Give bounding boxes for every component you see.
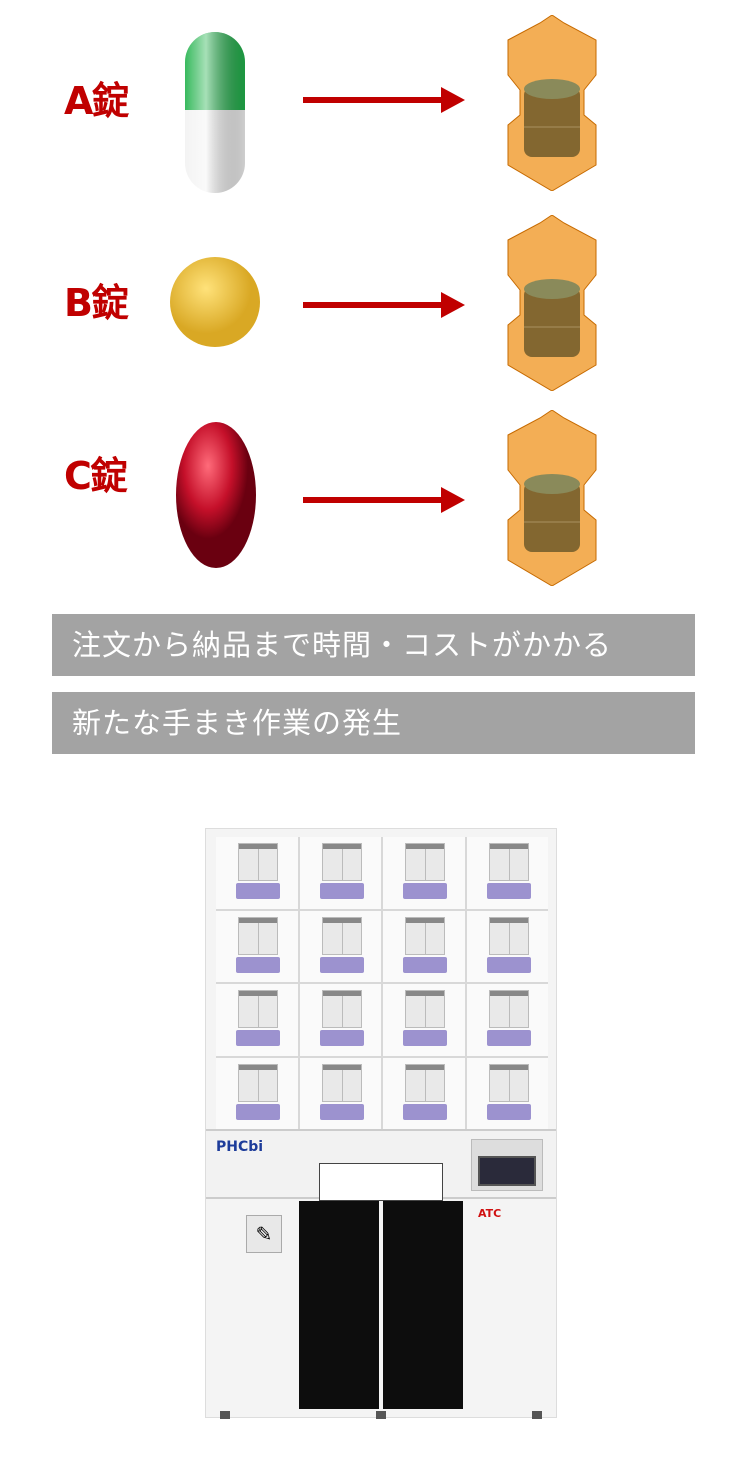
cassette-tray xyxy=(486,1103,531,1120)
cassette-tray xyxy=(486,1030,531,1046)
pill-label: A錠 xyxy=(64,79,129,123)
cassette-tray xyxy=(236,956,280,973)
cassette-window xyxy=(238,990,278,1028)
foot xyxy=(532,1411,542,1419)
lcd-display xyxy=(478,1156,536,1186)
cassette-tray xyxy=(403,956,447,973)
cassette-tray xyxy=(319,883,364,899)
foot xyxy=(220,1411,230,1419)
cassette-window xyxy=(238,1063,278,1102)
cassette-window xyxy=(405,916,445,955)
cassette-tray xyxy=(236,1103,280,1120)
pill-label: C錠 xyxy=(64,454,128,498)
cassette-tray xyxy=(403,883,447,899)
cassette-tray xyxy=(319,956,364,973)
cassette-window xyxy=(488,990,529,1028)
drug-cassette-slot[interactable] xyxy=(299,910,381,982)
atc-dispensing-machine: PHCbi ✎ ATC xyxy=(205,828,557,1419)
drug-cassette-slot[interactable] xyxy=(466,910,548,982)
cassette-window xyxy=(321,843,362,881)
output-slot xyxy=(319,1163,443,1201)
door-handle-icon[interactable]: ✎ xyxy=(246,1215,282,1253)
cassette-icon xyxy=(507,15,597,191)
cassette-window xyxy=(405,990,445,1028)
foot xyxy=(376,1411,386,1419)
cassette-window xyxy=(488,916,529,955)
cassette-tray xyxy=(486,883,531,899)
drug-cassette-slot[interactable] xyxy=(466,984,548,1056)
problem-banner-manual-work: 新たな手まき作業の発生 xyxy=(52,692,695,754)
cassette-tray xyxy=(403,1030,447,1046)
drug-cassette-slot[interactable] xyxy=(383,837,465,909)
cassette-window xyxy=(488,843,529,881)
cassette-icon xyxy=(507,410,597,586)
drug-cassette-slot[interactable] xyxy=(216,837,298,909)
drug-cassette-slot[interactable] xyxy=(383,984,465,1056)
arrow-icon xyxy=(303,87,465,113)
drug-cassette-slot[interactable] xyxy=(216,1057,298,1129)
pill-label: B錠 xyxy=(64,281,129,325)
cassette-window xyxy=(405,1063,445,1102)
cassette-window xyxy=(238,843,278,881)
cassette-tray xyxy=(319,1103,364,1120)
control-section: PHCbi xyxy=(206,1129,556,1201)
drug-cassette-slot[interactable] xyxy=(383,1057,465,1129)
cassette-tray xyxy=(403,1103,447,1120)
drug-cassette-slot[interactable] xyxy=(299,984,381,1056)
drug-cassette-slot[interactable] xyxy=(216,910,298,982)
cassette-window xyxy=(238,916,278,955)
brand-logo: PHCbi xyxy=(216,1139,264,1155)
cassette-tray xyxy=(486,956,531,973)
drug-cassette-slot[interactable] xyxy=(383,910,465,982)
problem-banner-cost: 注文から納品まで時間・コストがかかる xyxy=(52,614,695,676)
drug-cassette-slot[interactable] xyxy=(299,837,381,909)
cassette-window xyxy=(405,843,445,881)
cassette-tray xyxy=(236,883,280,899)
cassette-icon xyxy=(507,215,597,391)
cassette-tray xyxy=(236,1030,280,1046)
control-panel[interactable] xyxy=(471,1139,543,1191)
right-door[interactable] xyxy=(383,1201,463,1409)
cassette-window xyxy=(321,1063,362,1102)
arrow-icon xyxy=(303,292,465,318)
cassette-window xyxy=(488,1063,529,1102)
cassette-tray xyxy=(319,1030,364,1046)
model-label: ATC xyxy=(478,1207,502,1220)
cassette-window xyxy=(321,916,362,955)
left-door[interactable] xyxy=(299,1201,379,1409)
cassette-window xyxy=(321,990,362,1028)
cassette-grid xyxy=(216,837,548,1129)
arrow-icon xyxy=(303,487,465,513)
drug-cassette-slot[interactable] xyxy=(466,837,548,909)
drug-cassette-slot[interactable] xyxy=(299,1057,381,1129)
drug-cassette-slot[interactable] xyxy=(466,1057,548,1129)
drug-cassette-slot[interactable] xyxy=(216,984,298,1056)
